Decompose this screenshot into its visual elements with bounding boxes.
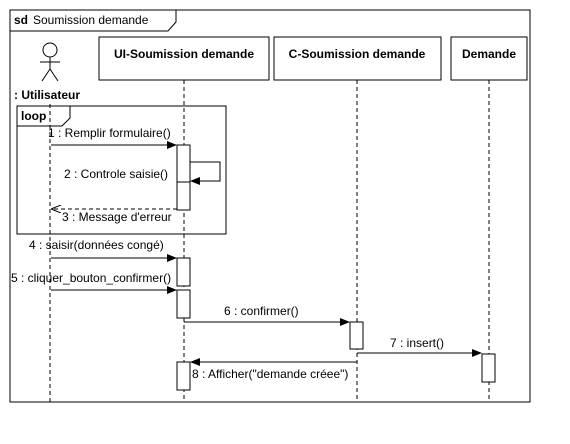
message-1-label: 1 : Remplir formulaire(): [48, 126, 171, 140]
frame-keyword: sd: [14, 13, 28, 27]
lifeline-head-demande: [450, 36, 528, 81]
frame-title: Soumission demande: [33, 13, 149, 27]
frame-label-tab: [10, 10, 177, 32]
message-6-label: 6 : confirmer(): [224, 304, 299, 318]
message-8-label: 8 : Afficher("demande créee"): [192, 367, 348, 381]
activation-ui-2: [176, 181, 191, 211]
activation-ui-3: [176, 257, 191, 287]
lifeline-label-ctrl: C-Soumission demande: [289, 47, 426, 61]
activation-ui-1: [176, 144, 191, 183]
loop-fragment: [16, 105, 227, 235]
message-4-label: 4 : saisir(données congé): [29, 238, 164, 252]
loop-fragment-tab: [17, 106, 71, 127]
actor-stick-figure: [40, 42, 60, 82]
activation-ui-4: [176, 289, 191, 319]
message-5-label: 5 : cliquer_bouton_confirmer(): [11, 271, 171, 285]
lifeline-head-ctrl: [273, 36, 442, 81]
loop-operator: loop: [21, 109, 46, 123]
actor-label: : Utilisateur: [14, 88, 80, 102]
activation-ctrl: [349, 321, 364, 350]
activation-ui-5: [176, 361, 191, 391]
activation-demande: [481, 353, 496, 383]
lifeline-head-ui: [98, 36, 270, 81]
message-3-label: 3 : Message d'erreur: [62, 210, 172, 224]
message-2-arrow: [190, 161, 221, 185]
message-2-label: 2 : Controle saisie(): [64, 167, 168, 181]
lifeline-label-demande: Demande: [462, 47, 516, 61]
lifeline-label-ui: UI-Soumission demande: [114, 47, 254, 61]
diagram-frame: [9, 9, 531, 403]
message-7-label: 7 : insert(): [390, 336, 444, 350]
